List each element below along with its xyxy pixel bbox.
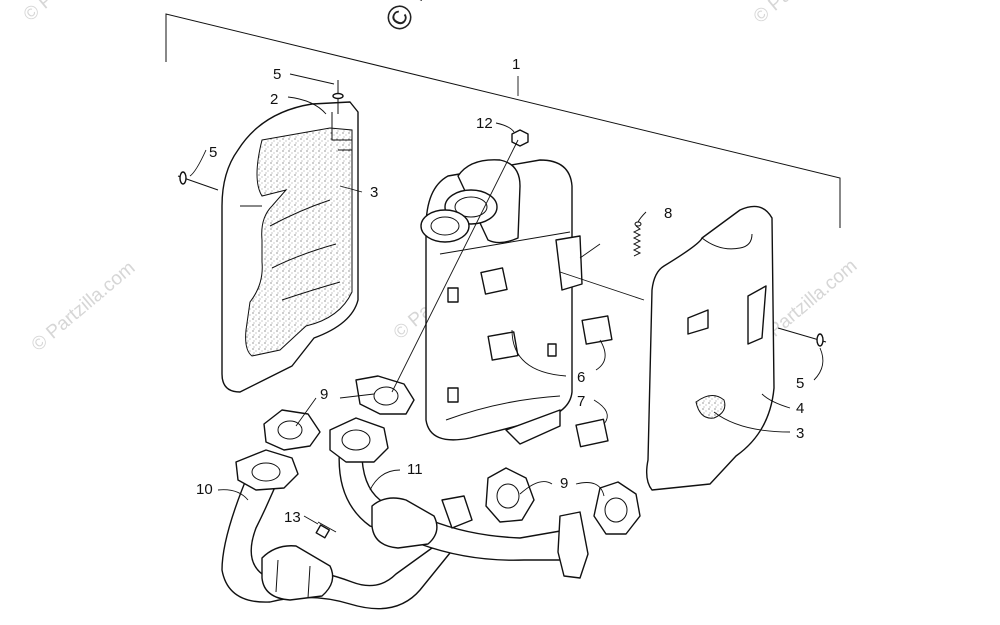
callout-11: 11 [407, 461, 423, 478]
spring [632, 221, 642, 257]
callout-9-left: 9 [320, 386, 328, 403]
leader-lines [189, 73, 824, 525]
callout-6: 6 [577, 369, 585, 386]
watermark-left: © Partzilla.com [28, 257, 140, 355]
callout-12: 12 [476, 115, 493, 132]
callout-labels: 1 2 3 3 4 5 5 5 6 7 8 9 9 10 11 12 13 [196, 56, 804, 526]
callout-3-left: 3 [370, 184, 378, 201]
callout-5-left: 5 [209, 144, 217, 161]
exhaust-pipe-10 [221, 449, 455, 610]
callout-13: 13 [284, 509, 301, 526]
watermark-top-left: © Partzilla.com [20, 0, 132, 26]
callout-1: 1 [512, 56, 520, 73]
nut-12 [511, 129, 529, 147]
muffler [420, 159, 613, 448]
watermark-top-right: © Partzilla.com [750, 0, 862, 28]
callout-8: 8 [664, 205, 672, 222]
left-heat-shield [221, 101, 359, 393]
watermark-top-center: © Pa [378, 0, 447, 38]
bolts [177, 80, 827, 539]
exhaust-pipe-11 [329, 417, 589, 579]
callout-7: 7 [577, 393, 585, 410]
callout-2: 2 [270, 91, 278, 108]
callout-5-top: 5 [273, 66, 281, 83]
gaskets [263, 375, 641, 535]
callout-10: 10 [196, 481, 213, 498]
callout-4: 4 [796, 400, 804, 417]
assembly-bracket [165, 13, 841, 228]
callout-9-right: 9 [560, 475, 568, 492]
callout-3-right: 3 [796, 425, 804, 442]
right-heat-shield [645, 205, 775, 491]
callout-5-right: 5 [796, 375, 804, 392]
